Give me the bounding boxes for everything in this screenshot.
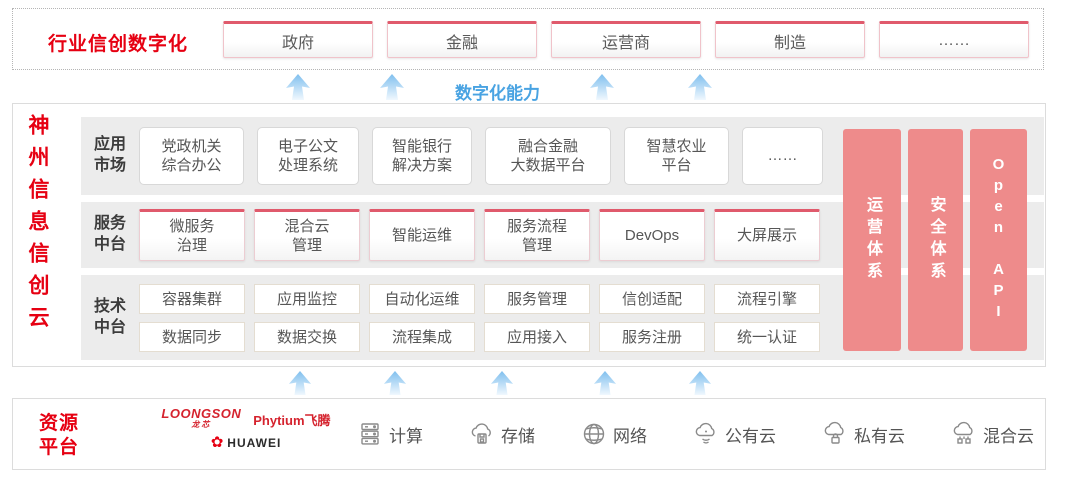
service-box-2: 混合云 管理 xyxy=(254,209,360,261)
service-box-1: 微服务 治理 xyxy=(139,209,245,261)
operation-system-bar: 运营体系 xyxy=(843,129,901,351)
resource-item-compute: 计算 xyxy=(357,421,423,447)
up-arrow-icon xyxy=(687,74,713,100)
up-arrow-icon xyxy=(285,74,311,100)
tech-box-4: 服务管理 xyxy=(484,283,590,314)
service-box-6: 大屏展示 xyxy=(714,209,820,261)
network-icon xyxy=(581,421,607,447)
app-box-5: 智慧农业 平台 xyxy=(624,127,729,185)
resource-panel: 资源 平台 LOONGSON 龙芯 Phytium飞腾 ✿ HUAWEI 计算 xyxy=(12,398,1046,470)
up-arrow-icon xyxy=(383,371,409,397)
resource-item-public-cloud: 公有云 xyxy=(693,421,776,447)
security-system-bar: 安全体系 xyxy=(908,129,963,351)
service-box-5: DevOps xyxy=(599,209,705,261)
side-bars: 运营体系 安全体系 Open API xyxy=(843,129,1027,351)
up-arrow-icon xyxy=(593,371,619,397)
phytium-logo: Phytium飞腾 xyxy=(253,413,331,428)
private-cloud-icon xyxy=(822,421,848,447)
resource-item-storage: 存储 xyxy=(469,421,535,447)
tech-box-12: 统一认证 xyxy=(714,321,820,352)
compute-icon xyxy=(357,421,383,447)
app-box-1: 党政机关 综合办公 xyxy=(139,127,244,185)
service-box-3: 智能运维 xyxy=(369,209,475,261)
banner-title: 行业信创数字化 xyxy=(48,34,189,55)
up-arrow-icon xyxy=(379,74,405,100)
industry-box-operator: 运营商 xyxy=(551,21,701,58)
hybrid-cloud-icon xyxy=(951,421,977,447)
up-arrow-icon xyxy=(589,74,615,100)
tech-box-11: 服务注册 xyxy=(599,321,705,352)
up-arrow-icon xyxy=(288,371,314,397)
tech-box-6: 流程引擎 xyxy=(714,283,820,314)
resource-item-private-cloud: 私有云 xyxy=(822,421,905,447)
row-label-app-market: 应用 市场 xyxy=(93,136,126,174)
up-arrow-icon xyxy=(688,371,714,397)
resource-items: 计算 存储 网络 xyxy=(357,399,1034,469)
loongson-logo: LOONGSON 龙芯 xyxy=(161,406,242,429)
tech-box-5: 信创适配 xyxy=(599,283,705,314)
tech-box-2: 应用监控 xyxy=(254,283,360,314)
tech-box-1: 容器集群 xyxy=(139,283,245,314)
row-label-service: 服务 中台 xyxy=(93,215,126,253)
public-cloud-icon xyxy=(693,421,719,447)
app-box-4: 融合金融 大数据平台 xyxy=(485,127,611,185)
huawei-flower-icon: ✿ xyxy=(210,434,224,451)
up-arrow-icon xyxy=(490,371,516,397)
platform-title: 神州信息信创云 xyxy=(26,114,49,338)
resource-item-network: 网络 xyxy=(581,421,647,447)
huawei-logo: ✿ HUAWEI xyxy=(210,434,282,451)
tech-box-10: 应用接入 xyxy=(484,321,590,352)
resource-title: 资源 平台 xyxy=(39,413,80,458)
app-box-3: 智能银行 解决方案 xyxy=(372,127,472,185)
tech-box-8: 数据交换 xyxy=(254,321,360,352)
resource-item-hybrid-cloud: 混合云 xyxy=(951,421,1034,447)
open-api-bar: Open API xyxy=(970,129,1027,351)
service-box-4: 服务流程 管理 xyxy=(484,209,590,261)
platform-panel: 神州信息信创云 应用 市场 党政机关 综合办公 电子公文 处理系统 智能银行 解… xyxy=(12,103,1046,367)
industry-banner: 行业信创数字化 政府 金融 运营商 制造 …… xyxy=(12,8,1044,70)
industry-box-more: …… xyxy=(879,21,1029,58)
tech-box-3: 自动化运维 xyxy=(369,283,475,314)
tech-box-9: 流程集成 xyxy=(369,321,475,352)
row-label-tech: 技术 中台 xyxy=(93,297,126,336)
capability-label: 数字化能力 xyxy=(455,84,540,103)
industry-box-government: 政府 xyxy=(223,21,373,58)
storage-icon xyxy=(469,421,495,447)
industry-box-manufacturing: 制造 xyxy=(715,21,865,58)
vendor-logos: LOONGSON 龙芯 Phytium飞腾 ✿ HUAWEI xyxy=(161,407,331,450)
industry-box-finance: 金融 xyxy=(387,21,537,58)
app-box-more: …… xyxy=(742,127,823,185)
app-box-2: 电子公文 处理系统 xyxy=(257,127,359,185)
banner-items: 政府 金融 运营商 制造 …… xyxy=(223,21,1029,58)
tech-box-7: 数据同步 xyxy=(139,321,245,352)
